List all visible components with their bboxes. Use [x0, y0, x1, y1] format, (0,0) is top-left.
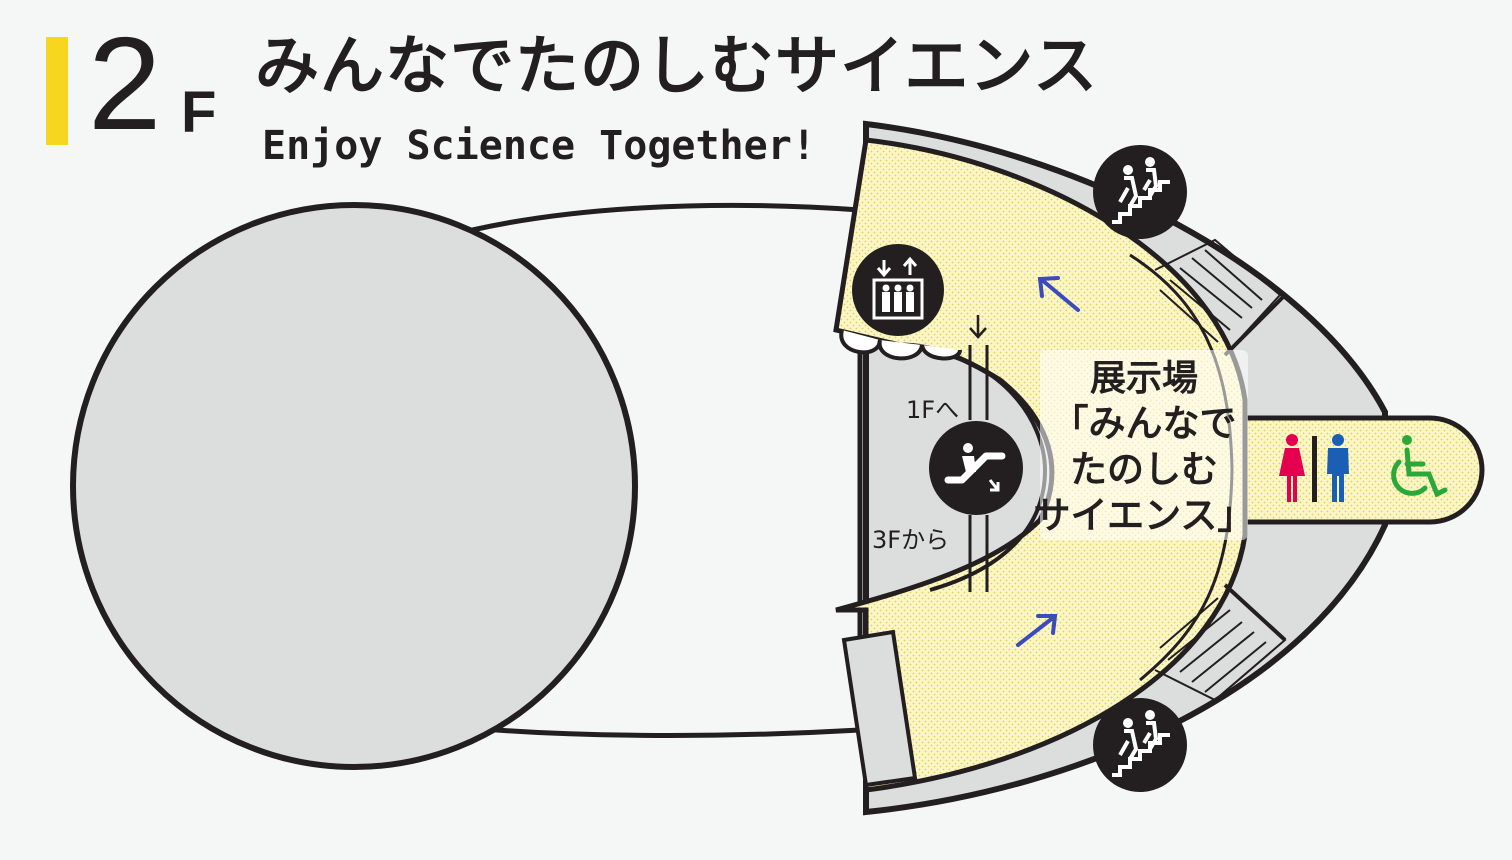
exhibit-hall-label: 展示場 「みんなで たのしむ サイエンス」 — [1034, 350, 1255, 540]
stairs-icon — [1093, 145, 1187, 239]
escalator-down-arrow — [969, 315, 987, 339]
wheelchair-icon — [1391, 435, 1448, 498]
floor-number: 2 — [88, 10, 161, 157]
hall-label-line1: 展示場 — [1090, 358, 1198, 399]
escalator-rails — [968, 345, 989, 592]
dome-hall — [70, 202, 638, 770]
escalator-icon — [929, 421, 1023, 515]
restroom-wing — [1242, 415, 1485, 525]
page-title: みんなでたのしむサイエンス — [255, 30, 1099, 104]
female-restroom-icon — [1279, 434, 1305, 502]
elevator-icon — [852, 244, 944, 336]
escalator-from-3f-label: 3Fから — [872, 526, 949, 554]
elevator-cabins — [839, 329, 962, 361]
storage-room — [841, 629, 918, 788]
direction-arrow-up-right — [1016, 614, 1058, 647]
escalator-to-1f-label: 1Fへ — [906, 396, 959, 424]
hall-label-line4: サイエンス」 — [1034, 494, 1255, 537]
floor-unit: F — [181, 80, 217, 145]
page-subtitle: Enjoy Science Together! — [262, 123, 816, 169]
stairs-icon — [1093, 698, 1187, 792]
direction-arrow-up-left — [1037, 276, 1080, 312]
hall-label-line2: 「みんなで — [1052, 402, 1237, 445]
male-restroom-icon — [1327, 434, 1349, 502]
hall-label-line3: たのしむ — [1070, 448, 1218, 491]
restroom-divider — [1312, 436, 1317, 502]
floor-accent-bar — [46, 37, 68, 145]
